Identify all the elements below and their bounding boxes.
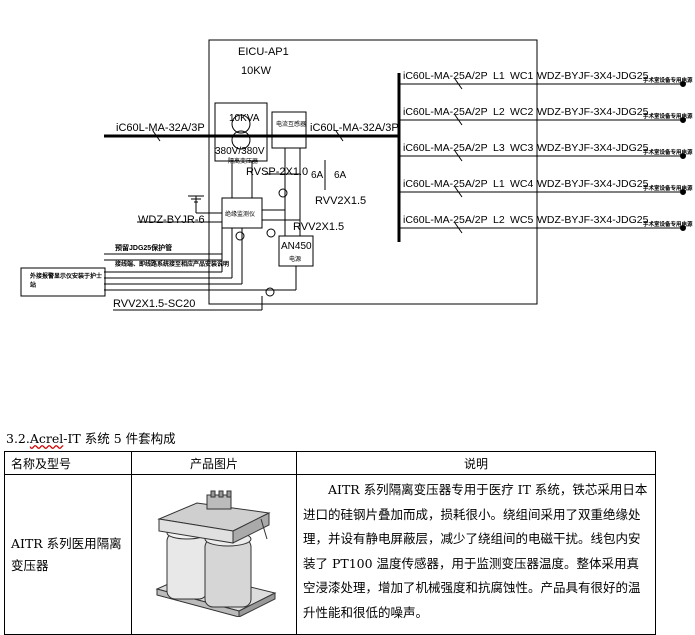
cable-rvv-1: RVV2X1.5 (315, 195, 366, 207)
circuit-end-dot (680, 225, 686, 231)
current-6a-1: 6A (311, 170, 324, 181)
circuit-breaker-symbol (454, 114, 463, 126)
transformer-box (214, 102, 268, 162)
panel-power: 10KW (241, 65, 272, 77)
circuit-load: 手术室设备专用电源 (643, 112, 693, 120)
section-brand: Acrel (29, 431, 64, 446)
section-number: 3.2. (6, 431, 30, 446)
circuit-breaker-symbol (454, 150, 463, 162)
circuit-cable: WDZ-BYJF-3X4-JDG25 (537, 70, 649, 82)
monitor-box (271, 111, 307, 149)
section-heading: 3.2.Acrel-IT 系统 5 件套构成 (6, 428, 176, 447)
circuit-breaker-label: iC60L-MA-25A/2P (403, 178, 488, 190)
component-table: 名称及型号 产品图片 说明 AITR 系列医用隔离变压器 (4, 451, 656, 635)
remote-display-label: 外接报警显示仪安装于护士站 (30, 273, 103, 289)
circuit-id: WC2 (510, 106, 533, 118)
incoming-breaker: iC60L-MA-32A/3P (116, 122, 205, 134)
circuit-id: WC3 (510, 142, 533, 154)
circuit-end-dot (680, 117, 686, 123)
circuit-cable: WDZ-BYJF-3X4-JDG25 (537, 178, 649, 190)
cable-rvv-2: RVV2X1.5 (293, 221, 344, 233)
product-image-cell (131, 474, 297, 635)
circuit-cable: WDZ-BYJF-3X4-JDG25 (537, 106, 649, 118)
main-breaker: iC60L-MA-32A/3P (310, 122, 399, 134)
transformer-label: 隔离变压器 (228, 157, 258, 165)
cable-rvsp: RVSP-2X1.0 (246, 166, 308, 178)
circuit-breaker-label: iC60L-MA-25A/2P (403, 214, 488, 226)
alarm-note: 接线端、即线路系统接至相应产品安装说明 (114, 260, 229, 268)
circuit-phase: L1 (493, 178, 505, 190)
circuit-phase: L1 (493, 70, 505, 82)
transformer-rating: 10KVA (229, 113, 260, 124)
table-header-row: 名称及型号 产品图片 说明 (4, 451, 656, 475)
circuit-load: 手术室设备专用电源 (643, 220, 693, 228)
insulation-monitor-label: 绝缘监测仪 (225, 210, 255, 218)
circuit-id: WC1 (510, 70, 533, 82)
circuit-breaker-symbol (454, 222, 463, 234)
panel-frame (208, 39, 538, 305)
table-row: AITR 系列医用隔离变压器 (4, 474, 656, 635)
remote-display-box (20, 267, 106, 297)
circuit-breaker-symbol (454, 186, 463, 198)
circuit-end-dot (680, 81, 686, 87)
wiring-diagram: EICU-AP1 10KW iC60L-MA-32A/3P 10KVA 380V… (20, 39, 693, 311)
circuit-load: 手术室设备专用电源 (643, 184, 693, 192)
power-module-label: 电源 (289, 255, 301, 263)
header-description: 说明 (296, 451, 656, 475)
circuit-phase: L2 (493, 106, 505, 118)
circuit-breaker-label: iC60L-MA-25A/2P (403, 70, 488, 82)
current-6a-2: 6A (334, 170, 347, 181)
circuit-phase: L2 (493, 214, 505, 226)
bottom-cable: RVV2X1.5-SC20 (113, 298, 195, 310)
isolation-transformer-icon (155, 490, 277, 618)
conduit-note: 预留JDG25保护管 (115, 243, 172, 252)
panel-title: EICU-AP1 (238, 46, 289, 58)
circuit-breaker-label: iC60L-MA-25A/2P (403, 142, 488, 154)
header-name: 名称及型号 (4, 451, 132, 475)
circuit-load: 手术室设备专用电源 (643, 76, 693, 84)
circuit-id: WC4 (510, 178, 533, 190)
section-title: -IT 系统 5 件套构成 (63, 431, 176, 446)
power-module-name: AN450 (281, 241, 312, 252)
circuit-cable: WDZ-BYJF-3X4-JDG25 (537, 142, 649, 154)
circuit-load: 手术室设备专用电源 (643, 148, 693, 156)
product-description: AITR 系列隔离变压器专用于医疗 IT 系统，铁芯采用日本进口的硅钢片叠加而成… (296, 474, 656, 635)
circuit-end-dot (680, 189, 686, 195)
ground-cable: WDZ-BYJR-6 (138, 214, 205, 226)
header-image: 产品图片 (131, 451, 297, 475)
transformer-voltage: 380V/380V (215, 146, 265, 157)
circuit-id: WC5 (510, 214, 533, 226)
circuit-phase: L3 (493, 142, 505, 154)
circuit-end-dot (680, 153, 686, 159)
circuit-cable: WDZ-BYJF-3X4-JDG25 (537, 214, 649, 226)
product-name: AITR 系列医用隔离变压器 (4, 474, 132, 635)
monitor-label: 电流互感器 (276, 120, 306, 128)
circuit-breaker-symbol (454, 78, 463, 90)
circuit-breaker-label: iC60L-MA-25A/2P (403, 106, 488, 118)
